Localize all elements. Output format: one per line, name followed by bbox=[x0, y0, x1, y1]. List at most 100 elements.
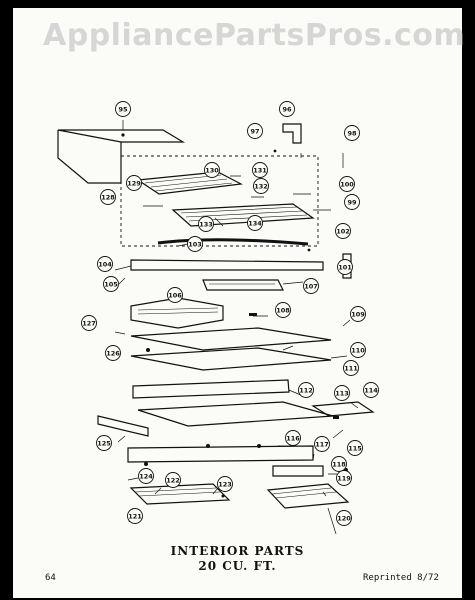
callout-label: 133 bbox=[199, 221, 213, 229]
callout-130: 130 bbox=[204, 162, 220, 178]
callout-129: 129 bbox=[126, 175, 142, 191]
callout-103: 103 bbox=[187, 236, 203, 252]
callout-131: 131 bbox=[252, 162, 268, 178]
callout-label: 101 bbox=[338, 264, 352, 272]
callout-118: 118 bbox=[331, 456, 347, 472]
callout-97: 97 bbox=[247, 123, 263, 139]
callout-101: 101 bbox=[337, 259, 353, 275]
callout-circle bbox=[96, 435, 112, 451]
callout-label: 96 bbox=[282, 106, 292, 114]
callout-label: 120 bbox=[337, 515, 351, 523]
callout-circle bbox=[344, 125, 360, 141]
callout-label: 132 bbox=[254, 183, 268, 191]
callout-label: 123 bbox=[218, 481, 232, 489]
callout-label: 106 bbox=[168, 292, 182, 300]
callout-circle bbox=[217, 476, 233, 492]
callout-128: 128 bbox=[100, 189, 116, 205]
callout-circle bbox=[187, 236, 203, 252]
callout-134: 134 bbox=[247, 215, 263, 231]
callout-132: 132 bbox=[253, 178, 269, 194]
callout-circle bbox=[138, 468, 154, 484]
callout-label: 113 bbox=[335, 390, 349, 398]
callout-label: 130 bbox=[205, 167, 219, 175]
callout-label: 99 bbox=[347, 199, 357, 207]
callout-label: 125 bbox=[97, 440, 111, 448]
callout-label: 110 bbox=[351, 347, 365, 355]
callout-circle bbox=[81, 315, 97, 331]
callout-circle bbox=[103, 276, 119, 292]
callout-circle bbox=[252, 162, 268, 178]
callout-127: 127 bbox=[81, 315, 97, 331]
callout-116: 116 bbox=[285, 430, 301, 446]
callout-95: 95 bbox=[115, 101, 131, 117]
callout-label: 131 bbox=[253, 167, 267, 175]
diagram-title: INTERIOR PARTS bbox=[170, 544, 305, 558]
callout-circle bbox=[279, 101, 295, 117]
callout-circle bbox=[350, 342, 366, 358]
callout-label: 103 bbox=[188, 241, 202, 249]
callout-label: 95 bbox=[118, 106, 128, 114]
callout-99: 99 bbox=[344, 194, 360, 210]
callout-label: 107 bbox=[304, 283, 318, 291]
callout-label: 104 bbox=[98, 261, 112, 269]
callout-117: 117 bbox=[314, 436, 330, 452]
callout-label: 105 bbox=[104, 281, 118, 289]
callout-circle bbox=[335, 223, 351, 239]
callout-circle bbox=[336, 470, 352, 486]
callout-circle bbox=[285, 430, 301, 446]
callout-circle bbox=[126, 175, 142, 191]
callout-110: 110 bbox=[350, 342, 366, 358]
callout-label: 109 bbox=[351, 311, 365, 319]
callout-98: 98 bbox=[344, 125, 360, 141]
callout-circle bbox=[336, 510, 352, 526]
callout-111: 111 bbox=[343, 360, 359, 376]
callout-label: 124 bbox=[139, 473, 153, 481]
callout-123: 123 bbox=[217, 476, 233, 492]
callout-circle bbox=[298, 382, 314, 398]
callout-circle bbox=[247, 215, 263, 231]
callout-label: 134 bbox=[248, 220, 262, 228]
callout-124: 124 bbox=[138, 468, 154, 484]
callout-125: 125 bbox=[96, 435, 112, 451]
callout-119: 119 bbox=[336, 470, 352, 486]
callout-120: 120 bbox=[336, 510, 352, 526]
callout-104: 104 bbox=[97, 256, 113, 272]
callout-label: 128 bbox=[101, 194, 115, 202]
callout-108: 108 bbox=[275, 302, 291, 318]
callout-112: 112 bbox=[298, 382, 314, 398]
diagram-subtitle: 20 CU. FT. bbox=[198, 559, 277, 573]
callout-113: 113 bbox=[334, 385, 350, 401]
callout-label: 122 bbox=[166, 477, 180, 485]
callout-circle bbox=[127, 508, 143, 524]
callout-circle bbox=[105, 345, 121, 361]
callout-circle bbox=[100, 189, 116, 205]
callout-circle bbox=[204, 162, 220, 178]
callout-circle bbox=[337, 259, 353, 275]
diagram-page: AppliancePartsPros.com bbox=[13, 8, 466, 598]
callout-circle bbox=[198, 216, 214, 232]
callout-circle bbox=[253, 178, 269, 194]
callout-circle bbox=[115, 101, 131, 117]
callout-label: 115 bbox=[348, 445, 362, 453]
callout-107: 107 bbox=[303, 278, 319, 294]
callout-label: 121 bbox=[128, 513, 142, 521]
callout-label: 117 bbox=[315, 441, 329, 449]
callout-126: 126 bbox=[105, 345, 121, 361]
callout-label: 119 bbox=[337, 475, 351, 483]
callout-circle bbox=[97, 256, 113, 272]
callout-label: 129 bbox=[127, 180, 141, 188]
callout-circle bbox=[275, 302, 291, 318]
callout-label: 100 bbox=[340, 181, 354, 189]
watermark: AppliancePartsPros.com bbox=[43, 18, 466, 53]
callout-circle bbox=[350, 306, 366, 322]
callout-115: 115 bbox=[347, 440, 363, 456]
callout-label: 127 bbox=[82, 320, 96, 328]
callout-100: 100 bbox=[339, 176, 355, 192]
callout-label: 108 bbox=[276, 307, 290, 315]
callout-circle bbox=[347, 440, 363, 456]
callout-circle bbox=[339, 176, 355, 192]
callout-circle bbox=[363, 382, 379, 398]
callout-circle bbox=[334, 385, 350, 401]
callout-circle bbox=[314, 436, 330, 452]
